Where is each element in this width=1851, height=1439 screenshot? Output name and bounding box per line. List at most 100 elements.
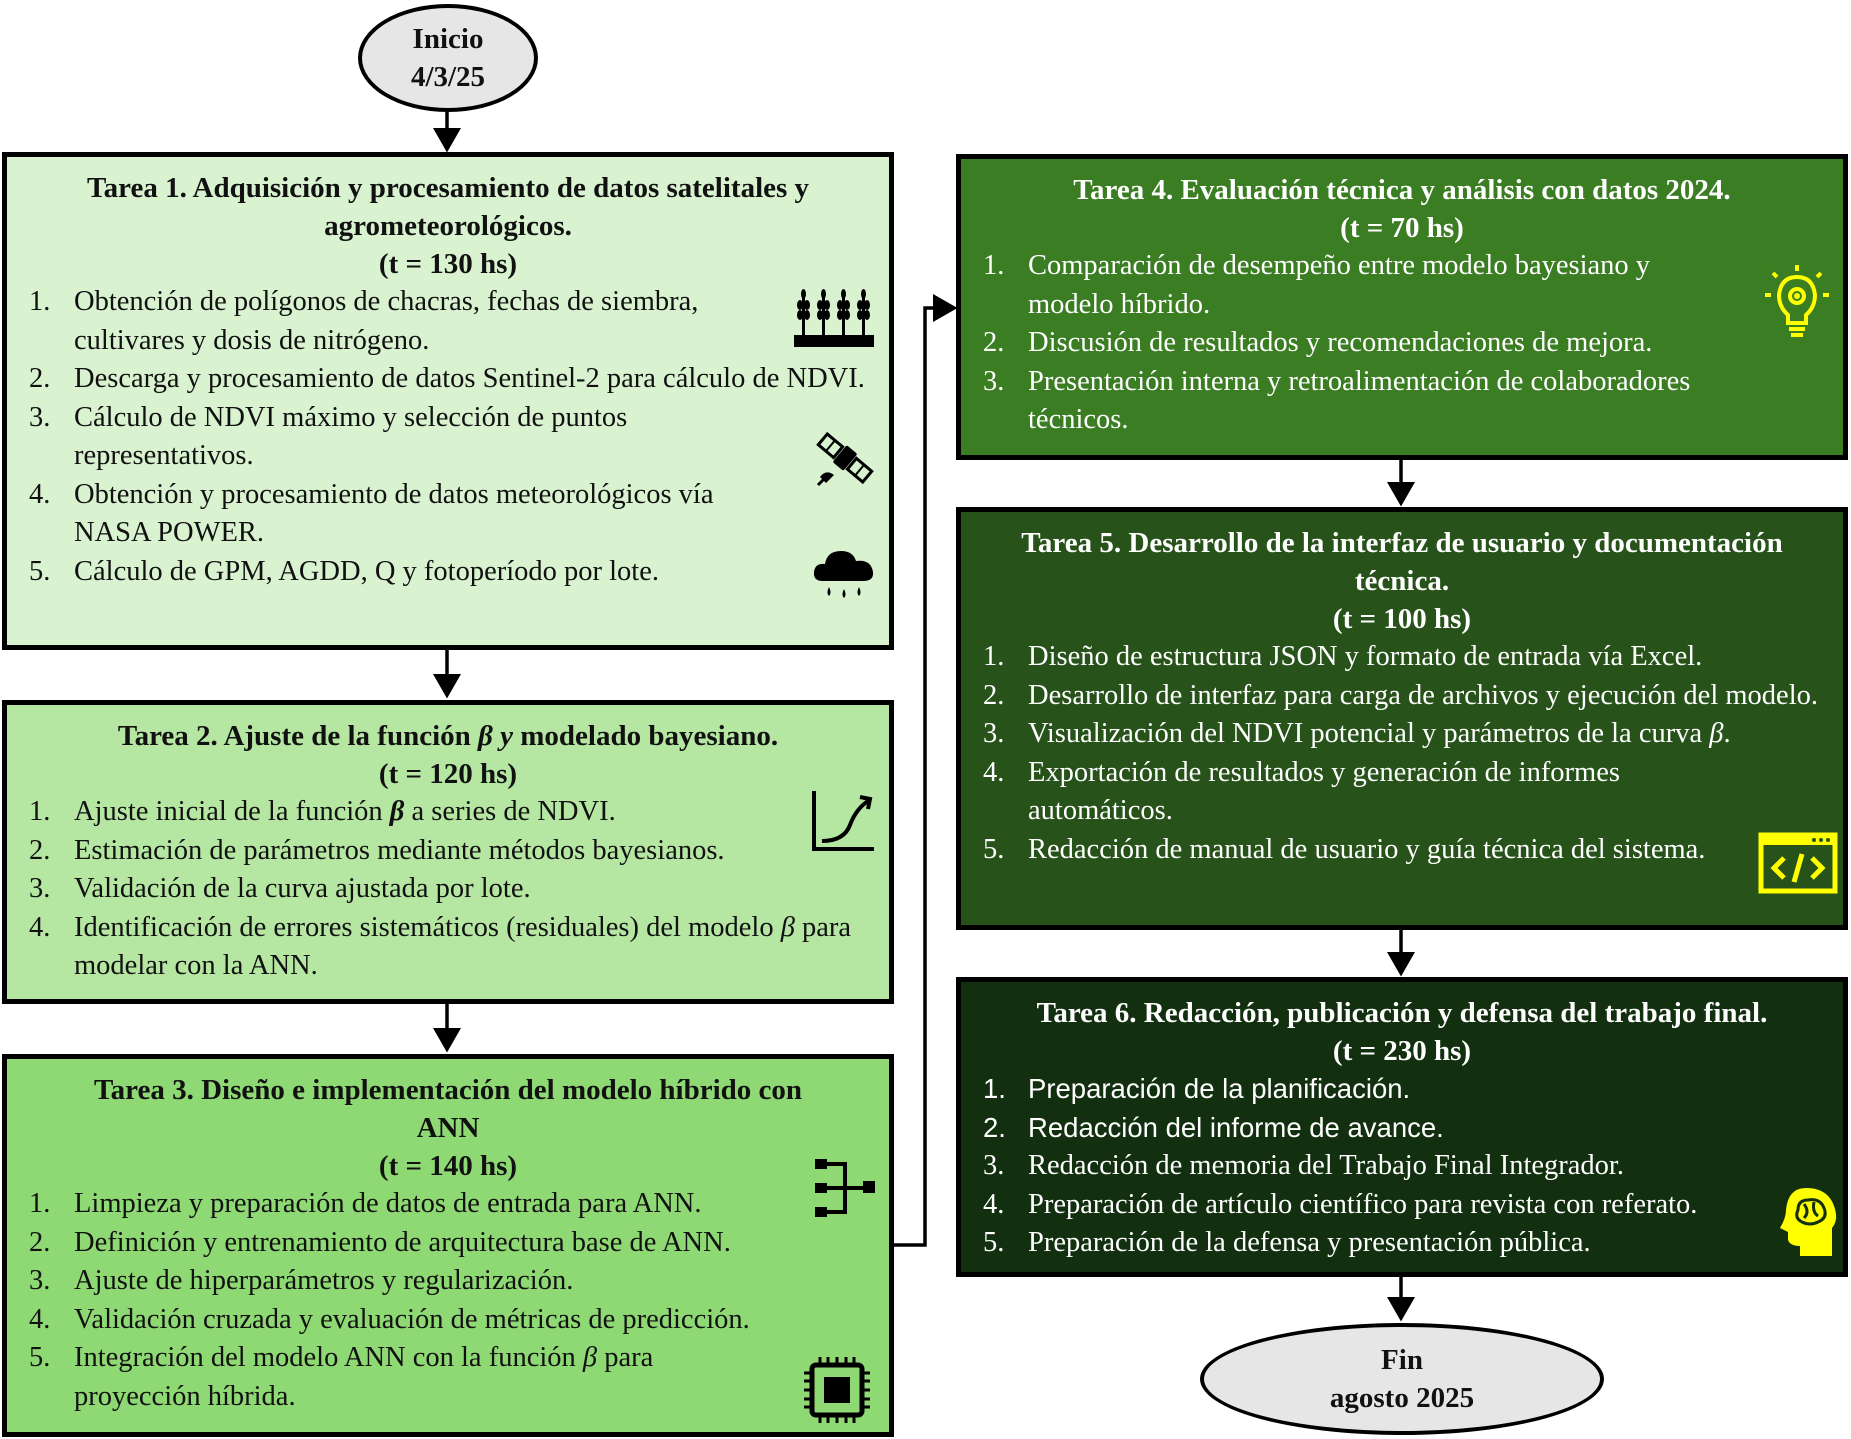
task6-item-3: 3.Redacción de memoria del Trabajo Final… [983,1150,1624,1181]
task3-item-5-pre: Integración del modelo ANN con la funció… [74,1342,583,1373]
task1-item-3: 3.Cálculo de NDVI máximo y selección de … [29,401,628,472]
task6-item-1: 1.Preparación de la planificación. [983,1073,1411,1104]
task4-item-3-text: Presentación interna y retroalimentación… [1028,365,1691,436]
task6-item-2-text: Redacción del informe de avance. [1028,1111,1444,1143]
start-node: Inicio 4/3/25 [358,4,538,112]
task2-title-beta: β y [478,720,514,752]
task3-item-2-text: Definición y entrenamiento de arquitectu… [74,1226,731,1258]
task2-list: 1.Ajuste inicial de la función β a serie… [25,793,871,986]
task3-item-2: 2.Definición y entrenamiento de arquitec… [29,1226,731,1258]
network-diagram-icon [815,1159,875,1217]
task2-item-1: 1.Ajuste inicial de la función β a serie… [29,796,616,827]
task6-time: (t = 230 hs) [1332,1035,1472,1067]
task1-item-1-text: Obtención de polígonos de chacras, fecha… [74,286,699,356]
task2-title-pre: Tarea 2. Ajuste de la función [117,720,479,752]
task1-item-4: 4.Obtención y procesamiento de datos met… [29,478,714,549]
task5-item-5: 5.Redacción de manual de usuario y guía … [983,833,1706,865]
task5-box: Tarea 5. Desarrollo de la interfaz de us… [956,507,1848,930]
task4-list: 1.Comparación de desempeño entre modelo … [979,247,1825,440]
lightbulb-gear-icon [1765,265,1829,337]
task6-title: Tarea 6. Redacción, publicación y defens… [1036,997,1768,1029]
end-label: Fin [1381,1344,1423,1376]
task2-item-2: 2.Estimación de parámetros mediante méto… [29,834,725,866]
task1-time: (t = 130 hs) [378,248,518,280]
task5-item-1-text: Diseño de estructura JSON y formato de e… [1028,641,1703,672]
task6-box: Tarea 6. Redacción, publicación y defens… [956,977,1848,1277]
task3-item-4: 4.Validación cruzada y evaluación de mét… [29,1303,750,1335]
task1-item-3-text: Cálculo de NDVI máximo y selección de pu… [74,401,628,472]
task6-item-3-text: Redacción de memoria del Trabajo Final I… [1028,1150,1624,1181]
task1-item-2-text: Descarga y procesamiento de datos Sentin… [74,363,865,394]
code-window-icon [1758,832,1838,894]
end-node: Fin agosto 2025 [1200,1323,1604,1435]
end-date: agosto 2025 [1329,1382,1475,1414]
task5-item-4-text: Exportación de resultados y generación d… [1028,756,1620,827]
task1-title: Tarea 1. Adquisición y procesamiento de … [86,172,810,242]
task2-time: (t = 120 hs) [378,758,518,790]
task6-item-1-text: Preparación de la planificación. [1028,1073,1411,1104]
task3-item-3-text: Ajuste de hiperparámetros y regularizaci… [74,1265,574,1296]
task4-title: Tarea 4. Evaluación técnica y análisis c… [1073,174,1731,206]
task3-item-5: 5.Integración del modelo ANN con la func… [29,1342,654,1412]
task6-item-4: 4.Preparación de artículo científico par… [983,1188,1698,1220]
wheat-field-icon [794,289,874,347]
task3-item-5-post: para proyección híbrida. [74,1342,654,1412]
task5-item-3: 3.Visualización del NDVI potencial y par… [983,718,1731,749]
chip-icon [804,1357,870,1423]
task2-item-4-pre: Identificación de errores sistemáticos (… [74,911,781,943]
task4-item-3: 3.Presentación interna y retroalimentaci… [983,365,1691,436]
growth-curve-icon [812,791,874,851]
start-date: 4/3/25 [410,61,486,93]
task5-item-3-post: . [1723,718,1731,749]
task3-item-1-text: Limpieza y preparación de datos de entra… [74,1188,702,1219]
task2-item-4-post: para modelar con la ANN. [74,911,852,982]
task5-item-3-beta: β [1709,718,1724,749]
task5-item-2: 2.Desarrollo de interfaz para carga de a… [983,679,1818,711]
task1-item-5-text: Cálculo de GPM, AGDD, Q y fotoperíodo po… [74,555,659,587]
task3-item-3: 3.Ajuste de hiperparámetros y regulariza… [29,1265,574,1296]
task2-item-1-post: a series de NDVI. [404,796,616,827]
task2-item-3-pre: Validación de la curva ajustada por lote… [74,873,531,904]
task3-item-1: 1.Limpieza y preparación de datos de ent… [29,1188,702,1219]
task4-item-1-text: Comparación de desempeño entre modelo ba… [1028,250,1651,320]
task5-list: 1.Diseño de estructura JSON y formato de… [979,638,1825,869]
task6-item-5-text: Preparación de la defensa y presentación… [1028,1227,1591,1258]
task2-item-1-beta: β [389,796,405,827]
task1-item-2: 2.Descarga y procesamiento de datos Sent… [29,363,865,394]
rain-cloud-icon [813,551,874,598]
task5-item-4: 4.Exportación de resultados y generación… [983,756,1620,827]
task5-item-3-pre: Visualización del NDVI potencial y parám… [1028,718,1710,749]
task3-time: (t = 140 hs) [378,1150,518,1182]
task2-box: Tarea 2. Ajuste de la función β y modela… [2,700,894,1004]
brain-head-icon [1780,1188,1837,1256]
task2-title: Tarea 2. Ajuste de la función β y modela… [25,717,871,755]
task1-item-1: 1.Obtención de polígonos de chacras, fec… [29,286,699,356]
task6-item-5: 5.Preparación de la defensa y presentaci… [983,1227,1591,1258]
task3-item-5-beta: β [582,1342,598,1373]
task5-time: (t = 100 hs) [1332,603,1472,635]
task6-list: 1.Preparación de la planificación. 2.Red… [979,1070,1825,1263]
start-label: Inicio [412,23,484,55]
satellite-icon [816,431,874,487]
task6-item-2: 2.Redacción del informe de avance. [983,1111,1444,1143]
task1-item-5: 5.Cálculo de GPM, AGDD, Q y fotoperíodo … [29,555,659,587]
task1-item-4-text: Obtención y procesamiento de datos meteo… [74,478,714,549]
arrow-task3-to-task4 [893,294,958,1247]
task4-time: (t = 70 hs) [1340,212,1464,244]
task4-item-2-text: Discusión de resultados y recomendacione… [1028,327,1653,358]
task2-item-4: 4.Identificación de errores sistemáticos… [29,911,852,982]
task2-item-1-pre: Ajuste inicial de la función [74,796,390,827]
task3-item-4-text: Validación cruzada y evaluación de métri… [74,1303,750,1335]
task2-item-3: 3.Validación de la curva ajustada por lo… [29,873,531,904]
task4-box: Tarea 4. Evaluación técnica y análisis c… [956,154,1848,460]
task1-box: Tarea 1. Adquisición y procesamiento de … [2,152,894,650]
task5-item-1: 1.Diseño de estructura JSON y formato de… [983,641,1703,672]
task2-item-2-pre: Estimación de parámetros mediante método… [74,834,725,866]
task1-list: 1.Obtención de polígonos de chacras, fec… [25,283,871,591]
task4-item-2: 2.Discusión de resultados y recomendacio… [983,327,1653,358]
task3-title: Tarea 3. Diseño e implementación del mod… [93,1074,803,1144]
task2-item-4-beta: β [780,911,795,943]
task5-title: Tarea 5. Desarrollo de la interfaz de us… [1021,527,1783,597]
task4-item-1: 1.Comparación de desempeño entre modelo … [983,250,1651,320]
